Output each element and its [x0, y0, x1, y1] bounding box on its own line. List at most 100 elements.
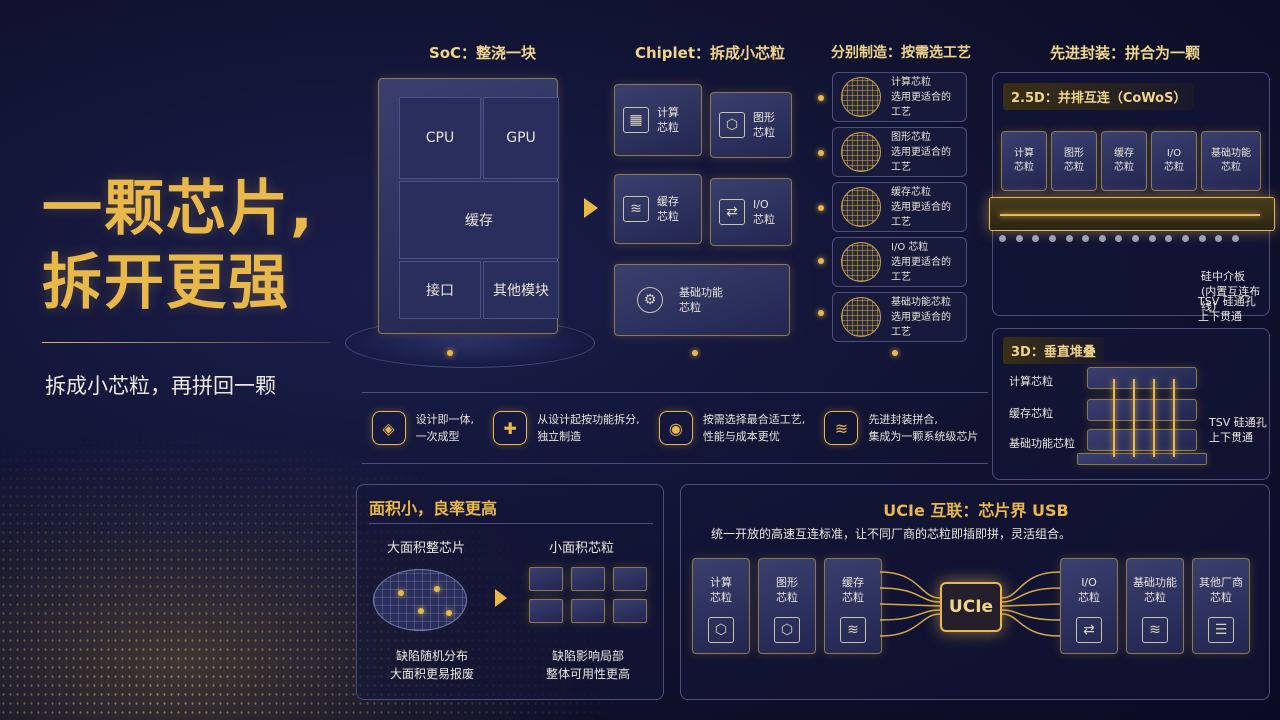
- divider: [42, 342, 330, 343]
- feature-text: 设计即一体, 一次成型: [415, 413, 475, 443]
- panel-3d: 3D：垂直堆叠 计算芯粒 缓存芯粒 基础功能芯粒 TSV 硅通孔 上下贯通: [992, 328, 1270, 480]
- chiplet-cache-label: 缓存 芯粒: [657, 195, 679, 223]
- link-line: [1001, 571, 1060, 599]
- fab-item-base: 基础功能芯粒选用更适合的工艺: [832, 292, 967, 342]
- small-chiplet: [571, 599, 605, 623]
- fab-item-name: 缓存芯粒: [891, 186, 931, 198]
- small-chiplet: [529, 567, 563, 591]
- soc-cpu-block: CPU: [399, 97, 481, 179]
- ucie-chip-label: 图形 芯粒: [776, 576, 798, 604]
- layers-icon: ≋: [840, 617, 866, 643]
- ucie-title: UCIe 互联：芯片界 USB: [883, 501, 1069, 520]
- chip-2-5d-graphics: 图形 芯粒: [1051, 131, 1097, 191]
- soc-io-block: 接口: [399, 261, 481, 319]
- connector-dot: [818, 310, 824, 316]
- tsv-label-2-5d: TSV 硅通孔 上下贯通: [1198, 295, 1256, 323]
- chiplet-cache: ≋ 缓存 芯粒: [614, 174, 702, 244]
- chiplet-compute-label: 计算 芯粒: [657, 106, 679, 134]
- interposer: [989, 197, 1275, 231]
- yield-small-label: 小面积芯粒: [549, 541, 615, 556]
- link-line: [880, 613, 941, 637]
- tsv-line: [1173, 379, 1175, 457]
- interconnect-line: [1000, 214, 1260, 216]
- link-line: [880, 571, 941, 599]
- yield-big-label: 大面积整芯片: [387, 541, 466, 556]
- soc-chip: CPU GPU 缓存 接口 其他模块: [378, 78, 559, 334]
- ucie-logo: UCIe: [940, 582, 1002, 632]
- arrow-right-icon: [584, 198, 598, 218]
- wafer-icon: [841, 187, 881, 227]
- ucie-desc: 统一开放的高速互连标准，让不同厂商的芯粒即插即拼，灵活组合。: [711, 527, 1072, 541]
- cube-icon: ⬡: [774, 617, 800, 643]
- tsv-line: [1113, 379, 1115, 457]
- connector-dot: [892, 350, 898, 356]
- chiplet-graphics: ⬡ 图形 芯粒: [710, 92, 792, 158]
- fab-item-desc: 选用更适合的工艺: [891, 146, 951, 173]
- soc-gpu-block: GPU: [483, 97, 559, 179]
- ucie-chip-label: 缓存 芯粒: [842, 576, 864, 604]
- badge-2-5d: 2.5D：并排互连（CoWoS）: [1003, 83, 1195, 110]
- big-wafer: [373, 569, 467, 631]
- fab-item-name: 计算芯粒: [891, 76, 931, 88]
- chiplet-io-label: I/O 芯粒: [753, 198, 775, 226]
- feature-row: ◈设计即一体, 一次成型 ✚从设计起按功能拆分, 独立制造 ◉按需选择最合适工艺…: [362, 392, 988, 464]
- headline: 一颗芯片, 拆开更强: [42, 172, 315, 320]
- col-title-fab: 分别制造：按需选工艺: [831, 45, 971, 61]
- connector-dot: [818, 258, 824, 264]
- defect-dot: [398, 590, 404, 596]
- ucie-links: [880, 571, 1060, 637]
- link-line: [880, 587, 941, 603]
- stack-layer-base: [1087, 429, 1197, 451]
- fab-item-compute: 计算芯粒选用更适合的工艺: [832, 72, 967, 122]
- wafer-icon: [841, 132, 881, 172]
- tsv-label-3d: TSV 硅通孔 上下贯通: [1209, 416, 1267, 444]
- ucie-chip-label: 基础功能 芯粒: [1133, 576, 1177, 604]
- connector-dot: [692, 350, 698, 356]
- yield-divider: [369, 523, 653, 524]
- ucie-left-chips: 计算 芯粒 ⬡ 图形 芯粒 ⬡ 缓存 芯粒 ≋: [692, 558, 882, 654]
- ucie-chip-cache: 缓存 芯粒 ≋: [824, 558, 882, 654]
- layer-label-cache: 缓存芯粒: [1009, 407, 1053, 420]
- panel-2-5d: 2.5D：并排互连（CoWoS） 计算 芯粒 图形 芯粒 缓存 芯粒 I/O 芯…: [989, 72, 1275, 316]
- small-chiplet: [529, 599, 563, 623]
- badge-3d: 3D：垂直堆叠: [1003, 337, 1104, 364]
- io-icon: ⇄: [1076, 617, 1102, 643]
- connector-dot: [818, 95, 824, 101]
- ucie-chip-label: 其他厂商 芯粒: [1199, 576, 1243, 604]
- stack-layer-compute: [1087, 367, 1197, 389]
- link-line: [880, 609, 941, 621]
- fab-item-desc: 选用更适合的工艺: [891, 201, 951, 228]
- soc-other-block: 其他模块: [483, 261, 559, 319]
- wafer-icon: [841, 77, 881, 117]
- chip-2-5d-compute: 计算 芯粒: [1001, 131, 1047, 191]
- gear-icon: ⚙: [637, 287, 663, 313]
- ucie-chip-other: 其他厂商 芯粒☰: [1192, 558, 1250, 654]
- tagline: 拆成小芯粒，再拼回一颗: [45, 374, 276, 398]
- ucie-chip-label: I/O 芯粒: [1078, 576, 1100, 604]
- wafer-icon: ◉: [658, 411, 693, 445]
- cube-icon: ◈: [371, 411, 406, 445]
- ucie-chip-label: 计算 芯粒: [710, 576, 732, 604]
- ucie-chip-base: 基础功能 芯粒≋: [1126, 558, 1184, 654]
- tsv-line: [1153, 379, 1155, 457]
- feature-text: 先进封装拼合, 集成为一颗系统级芯片: [868, 413, 979, 443]
- puzzle-icon: ✚: [493, 411, 528, 445]
- headline-line2: 拆开更强: [42, 248, 290, 318]
- yield-big-desc: 缺陷随机分布 大面积更易报废: [389, 649, 474, 681]
- feature-item: ◉按需选择最合适工艺, 性能与成本更优: [658, 411, 805, 445]
- defect-dot: [418, 608, 424, 614]
- fab-item-graphics: 图形芯粒选用更适合的工艺: [832, 127, 967, 177]
- feature-item: ◈ 设计即一体, 一次成型: [371, 411, 475, 445]
- yield-title: 面积小，良率更高: [369, 499, 498, 518]
- layers-icon: ≋: [623, 196, 649, 222]
- layer-label-base: 基础功能芯粒: [1009, 437, 1075, 450]
- ucie-chip-compute: 计算 芯粒 ⬡: [692, 558, 750, 654]
- chip-2-5d-cache: 缓存 芯粒: [1101, 131, 1147, 191]
- fab-item-name: I/O 芯粒: [891, 241, 929, 253]
- chiplet-compute: ▦ 计算 芯粒: [614, 84, 702, 156]
- connector-dot: [447, 350, 453, 356]
- cube-icon: ⬡: [708, 617, 734, 643]
- col-title-soc: SoC：整浇一块: [428, 44, 537, 62]
- stack-substrate: [1077, 453, 1207, 465]
- fab-item-name: 基础功能芯粒: [891, 296, 951, 308]
